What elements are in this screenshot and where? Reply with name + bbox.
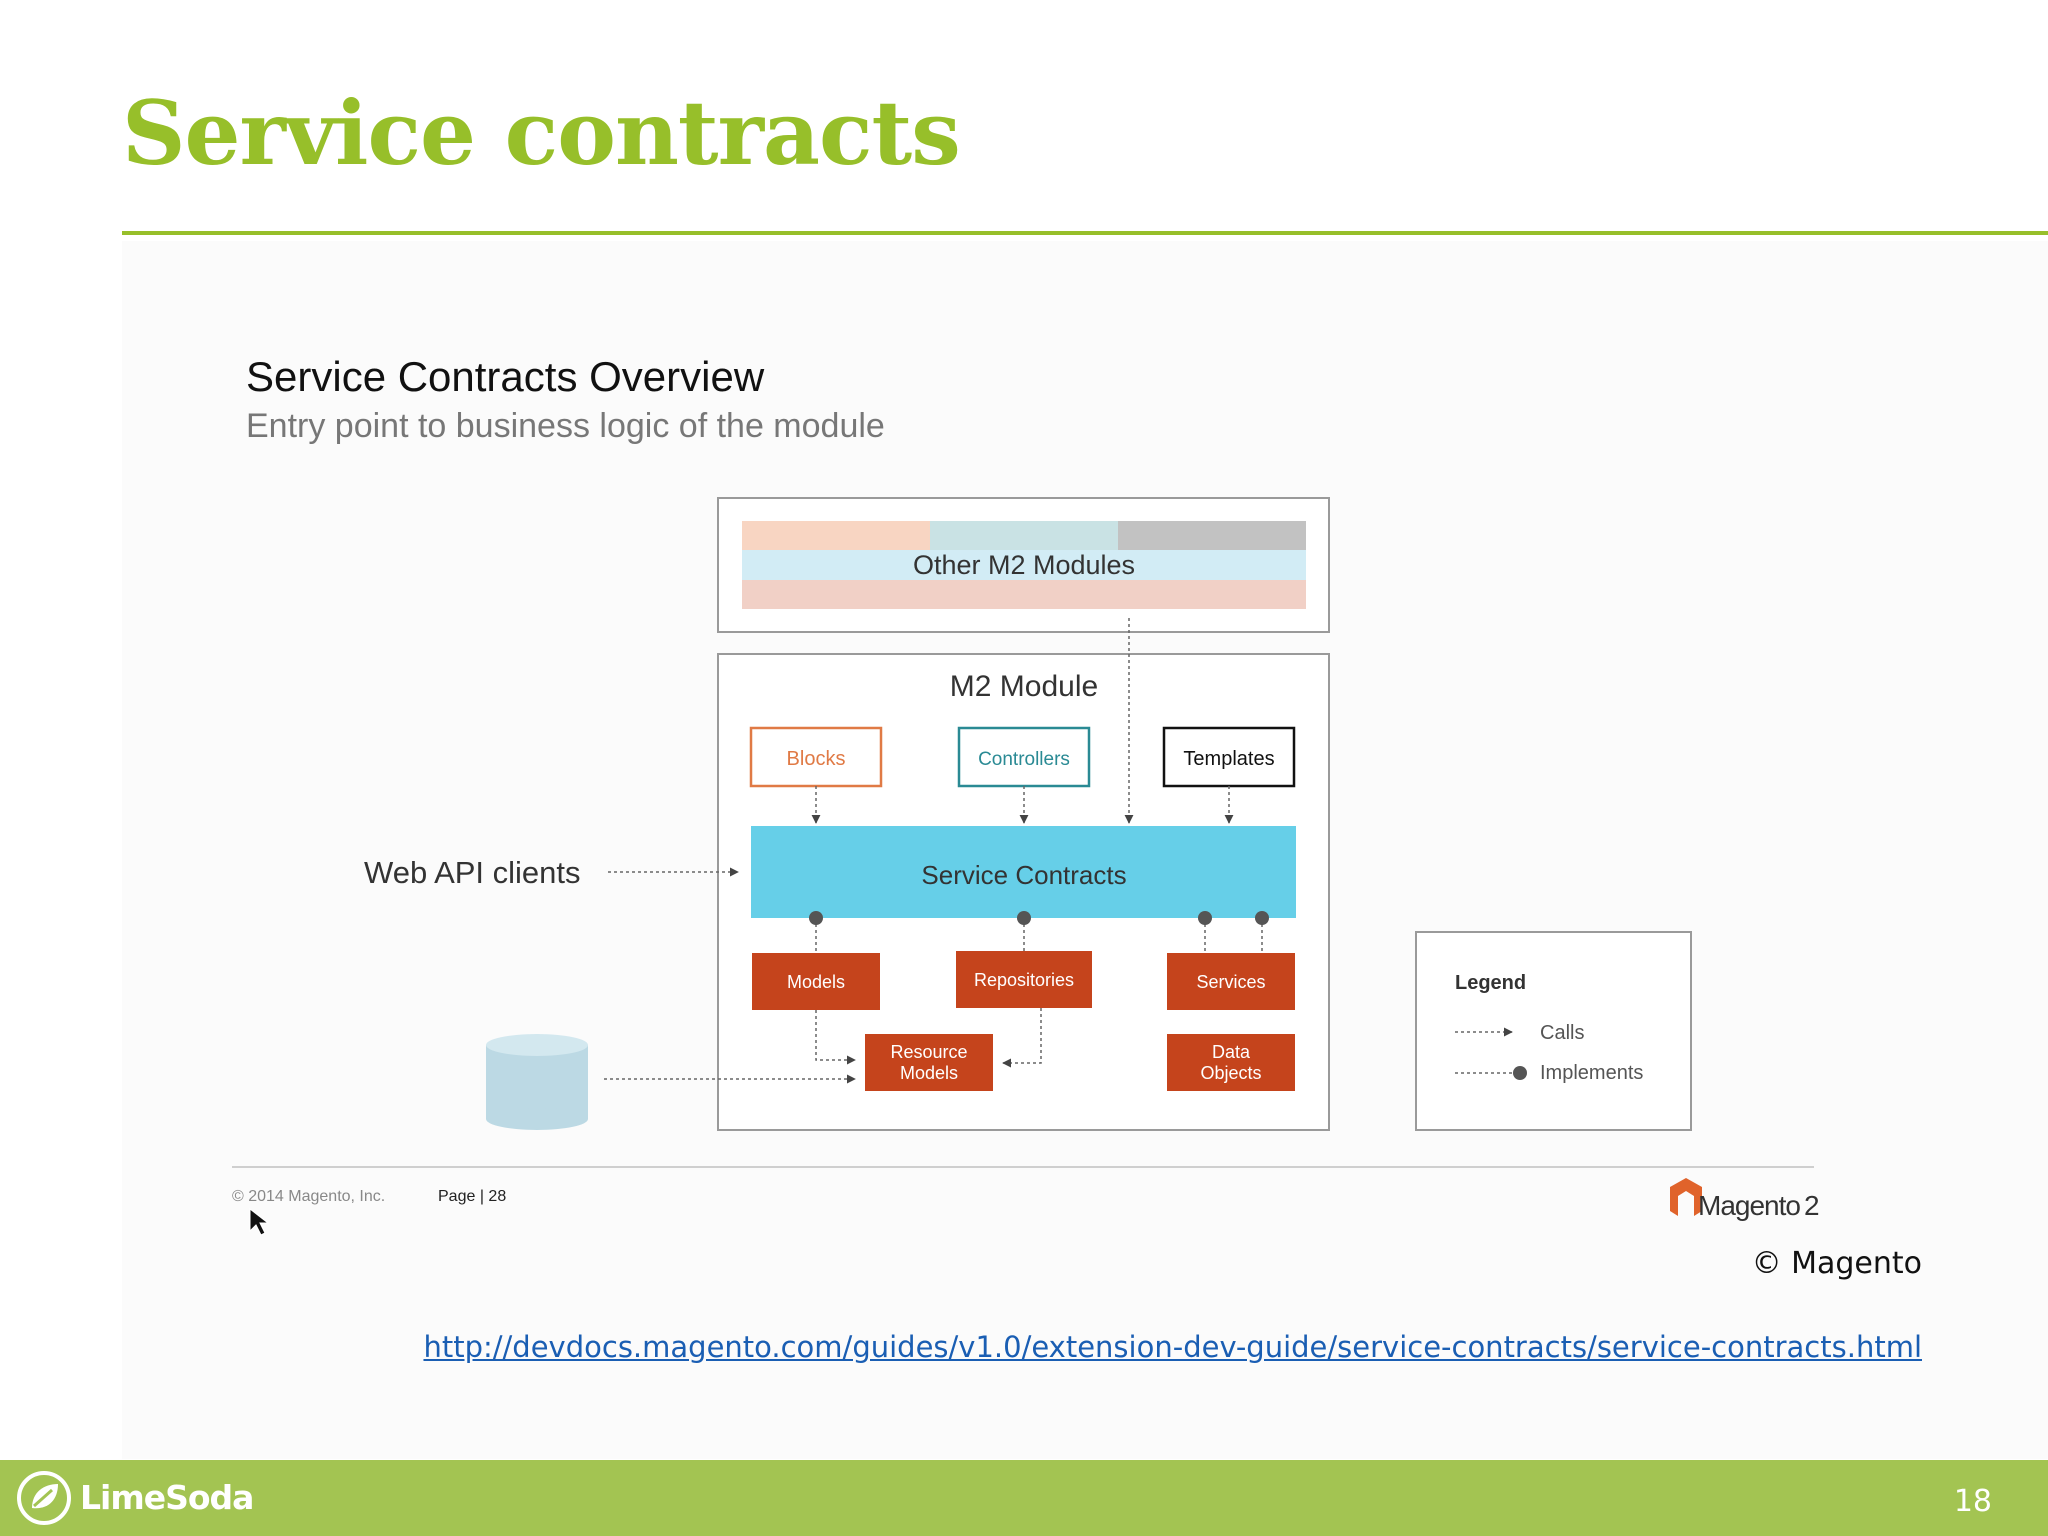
mouse-cursor-icon <box>249 1207 270 1236</box>
legend-calls-label: Calls <box>1540 1022 1584 1044</box>
database-cylinder <box>486 1034 588 1130</box>
models-to-resource-arrow <box>815 1010 856 1065</box>
services-label: Services <box>1196 972 1265 992</box>
legend-title: Legend <box>1455 972 1526 994</box>
blocks-box <box>749 726 883 788</box>
services-implements-dot-2 <box>1255 911 1269 925</box>
repositories-implements-dot <box>1017 911 1031 925</box>
m2-module-label: M2 Module <box>950 670 1098 703</box>
slide-title: Service contracts <box>122 81 961 185</box>
service-contracts-label: Service Contracts <box>921 860 1126 890</box>
other-modules-stripe-1 <box>742 521 930 550</box>
magento-logo-icon <box>1670 1178 1702 1216</box>
services-implements-dot-1 <box>1198 911 1212 925</box>
data-objects-label-line2: Objects <box>1200 1063 1261 1083</box>
repositories-to-resource-arrow <box>1002 1008 1042 1068</box>
models-box <box>752 953 880 1010</box>
image-credit: © Magento <box>1751 1246 1922 1281</box>
other-modules-stripe-5 <box>742 580 1306 609</box>
slide-footer: LimeSoda 18 <box>0 1460 2048 1536</box>
resource-models-label-line2: Models <box>900 1063 958 1083</box>
diagram-subtitle: Entry point to business logic of the mod… <box>246 407 885 445</box>
repositories-box <box>956 951 1092 1008</box>
title-divider <box>122 231 2048 235</box>
devdocs-link[interactable]: http://devdocs.magento.com/guides/v1.0/e… <box>423 1330 1922 1364</box>
source-copyright: © 2014 Magento, Inc. <box>232 1188 385 1205</box>
slide-page-number: 18 <box>1953 1484 1992 1519</box>
web-api-clients-label: Web API clients <box>364 855 581 890</box>
legend-implements-dot <box>1513 1066 1527 1080</box>
legend-implements-label: Implements <box>1540 1062 1643 1084</box>
limesoda-brand: LimeSoda <box>80 1478 254 1517</box>
resource-models-label-line1: Resource <box>890 1042 967 1062</box>
controllers-label: Controllers <box>978 749 1070 770</box>
models-label: Models <box>787 972 845 992</box>
service-contracts-bar <box>751 826 1296 918</box>
diagram-title: Service Contracts Overview <box>246 353 765 400</box>
other-modules-label: Other M2 Modules <box>913 550 1135 580</box>
other-modules-stripe-2 <box>930 521 1118 550</box>
services-box <box>1167 953 1295 1010</box>
other-modules-stripe-3 <box>1118 521 1306 550</box>
embedded-diagram-image: Service Contracts Overview Entry point t… <box>122 241 2048 1459</box>
source-page-number: Page | 28 <box>438 1188 506 1205</box>
models-implements-dot <box>809 911 823 925</box>
other-modules-stripe-4 <box>742 550 1306 580</box>
limesoda-logo-icon <box>17 1471 71 1525</box>
data-objects-label-line1: Data <box>1212 1042 1251 1062</box>
data-objects-box <box>1167 1034 1295 1091</box>
templates-label: Templates <box>1183 748 1274 770</box>
repositories-label: Repositories <box>974 970 1074 990</box>
blocks-label: Blocks <box>787 748 846 770</box>
controllers-box <box>957 726 1091 788</box>
templates-box <box>1162 726 1296 788</box>
legend-box <box>1415 931 1692 1131</box>
resource-models-box <box>865 1034 993 1091</box>
service-contracts-diagram: Service Contracts Overview Entry point t… <box>232 353 1820 1236</box>
